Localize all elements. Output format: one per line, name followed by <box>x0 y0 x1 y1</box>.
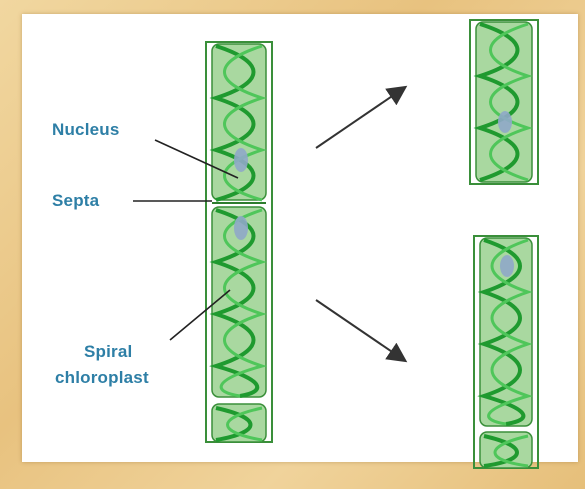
label-septa: Septa <box>52 191 99 211</box>
daughter-filament-bottom <box>474 236 538 468</box>
label-spiral: Spiral <box>84 342 132 362</box>
daughter-filament-top <box>470 20 538 184</box>
nucleus-top-fragment <box>498 111 512 133</box>
parent-filament <box>206 42 272 442</box>
nucleus-upper <box>234 148 248 172</box>
nucleus-bottom-fragment <box>500 255 514 277</box>
label-nucleus: Nucleus <box>52 120 120 140</box>
arrow-up-right <box>316 88 404 148</box>
arrow-down-right <box>316 300 404 360</box>
label-chloroplast: chloroplast <box>55 368 149 388</box>
upper-cell <box>212 44 266 200</box>
nucleus-lower <box>234 216 248 240</box>
